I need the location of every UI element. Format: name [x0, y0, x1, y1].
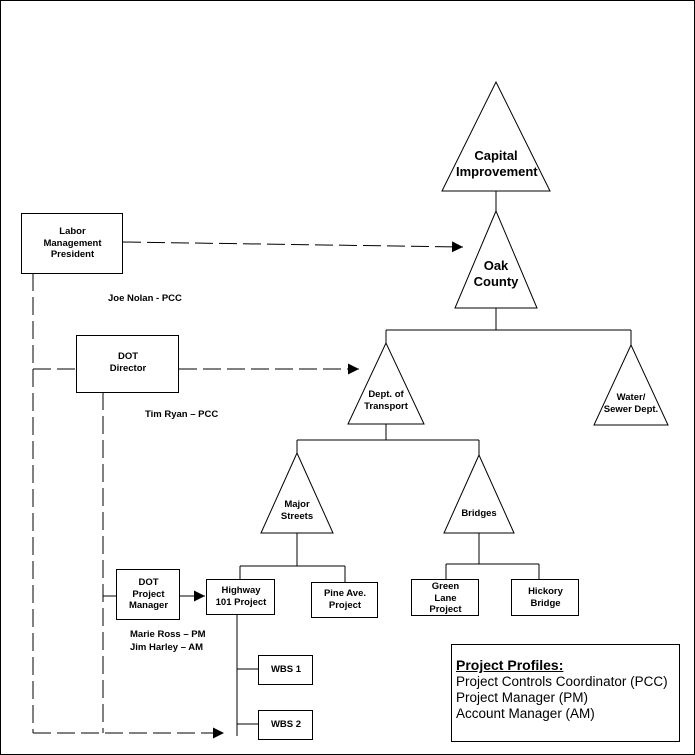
oak-county-label: Oak County — [473, 258, 519, 290]
highway-101-label: Highway 101 Project — [215, 585, 267, 608]
labor-management-label: Labor Management President — [43, 226, 102, 261]
major-streets-label: Major Streets — [280, 499, 314, 522]
reporting-lines — [32, 241, 464, 739]
capital-improvement-label: Capital Improvement — [456, 148, 538, 180]
project-profiles-legend: Project Profiles: Project Controls Coord… — [451, 644, 680, 742]
dept-transport-triangle — [347, 341, 425, 425]
oak-county-triangle — [454, 209, 538, 309]
wbs1-box — [258, 655, 313, 685]
legend-item-am: Account Manager (AM) — [456, 706, 595, 722]
water-sewer-label: Water/ Sewer Dept. — [603, 392, 659, 415]
green-lane-label: Green Lane Project — [429, 581, 462, 616]
highway-101-box — [206, 579, 275, 615]
tim-ryan-label: Tim Ryan – PCC — [145, 409, 219, 420]
wbs2-label: WBS 2 — [270, 719, 302, 730]
labor-management-box — [21, 213, 123, 274]
dot-project-manager-box — [116, 569, 180, 620]
dot-project-manager-label: DOT Project Manager — [128, 577, 169, 612]
wbs1-label: WBS 1 — [270, 664, 302, 675]
dot-director-label: DOT Director — [109, 351, 147, 374]
legend-item-pm: Project Manager (PM) — [456, 689, 589, 705]
major-streets-triangle — [260, 451, 334, 534]
dept-transport-label: Dept. of Transport — [364, 389, 408, 412]
green-lane-box — [411, 579, 479, 616]
joe-nolan-label: Joe Nolan - PCC — [108, 293, 182, 304]
hickory-bridge-label: Hickory Bridge — [528, 586, 563, 609]
bridges-label: Bridges — [461, 508, 497, 519]
dot-director-box — [76, 335, 179, 393]
pine-ave-label: Pine Ave. Project — [323, 588, 367, 611]
hierarchy-connectors — [236, 191, 632, 736]
water-sewer-triangle — [593, 343, 669, 426]
wbs2-box — [258, 710, 313, 740]
legend-title: Project Profiles: — [456, 657, 564, 673]
legend-item-pcc: Project Controls Coordinator (PCC) — [456, 673, 668, 689]
bridges-triangle — [443, 453, 515, 534]
marie-ross-label: Marie Ross – PM — [130, 629, 206, 640]
jim-harley-label: Jim Harley – AM — [130, 642, 204, 653]
pine-ave-box — [311, 582, 378, 618]
hickory-bridge-box — [511, 579, 579, 616]
capital-improvement-triangle — [441, 80, 551, 192]
